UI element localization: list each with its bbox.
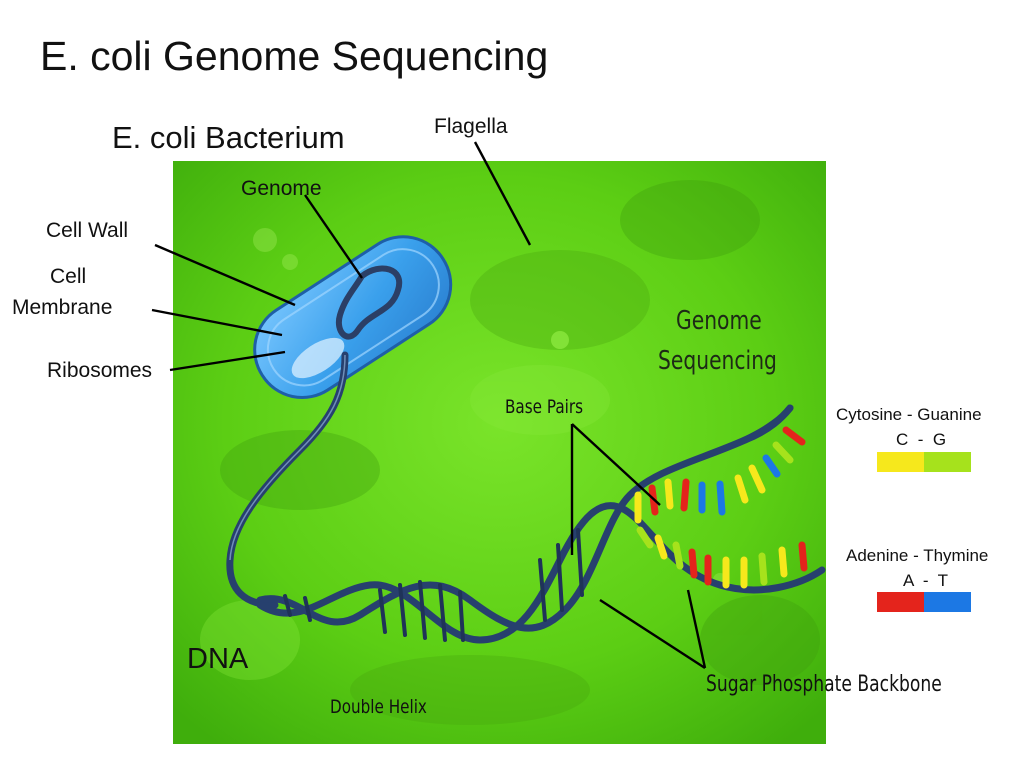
swatch-thymine bbox=[924, 592, 971, 612]
strand-end-upper bbox=[741, 404, 794, 444]
gel-texture bbox=[200, 180, 820, 725]
legend-at-code: A - T bbox=[903, 571, 949, 590]
legend-at-swatch bbox=[877, 592, 971, 612]
label-cell-membrane-line1: Cell bbox=[50, 265, 87, 288]
swatch-cytosine bbox=[877, 452, 924, 472]
legend-at-name: Adenine - Thymine bbox=[846, 546, 989, 565]
dna-tail-highlight bbox=[229, 354, 346, 561]
label-genome-sequencing-line1: Genome bbox=[676, 306, 762, 336]
page-title: E. coli Genome Sequencing bbox=[40, 33, 549, 79]
legend-cg-name: Cytosine - Guanine bbox=[836, 405, 982, 424]
swatch-guanine bbox=[924, 452, 971, 472]
label-cell-membrane-line2: Membrane bbox=[12, 296, 113, 319]
helix-rungs bbox=[283, 528, 584, 642]
label-ribosomes: Ribosomes bbox=[47, 359, 153, 382]
label-genome: Genome bbox=[241, 177, 322, 200]
label-genome-sequencing-line2: Sequencing bbox=[658, 346, 777, 376]
pointer-lines bbox=[151, 141, 707, 670]
genome-strand bbox=[335, 265, 403, 340]
label-cell-wall: Cell Wall bbox=[46, 219, 129, 242]
label-base-pairs: Base Pairs bbox=[505, 396, 584, 418]
bacterium-cell bbox=[253, 235, 453, 400]
bacterium-title: E. coli Bacterium bbox=[112, 120, 345, 155]
label-flagella: Flagella bbox=[434, 115, 508, 138]
label-sugar-phosphate-backbone: Sugar Phosphate Backbone bbox=[706, 672, 942, 697]
legend-cg-code: C - G bbox=[896, 430, 947, 449]
colored-base-pairs bbox=[634, 426, 808, 589]
label-dna: DNA bbox=[187, 643, 249, 675]
legend-cg-swatch bbox=[877, 452, 971, 472]
label-double-helix: Double Helix bbox=[330, 696, 427, 718]
swatch-adenine bbox=[877, 592, 924, 612]
